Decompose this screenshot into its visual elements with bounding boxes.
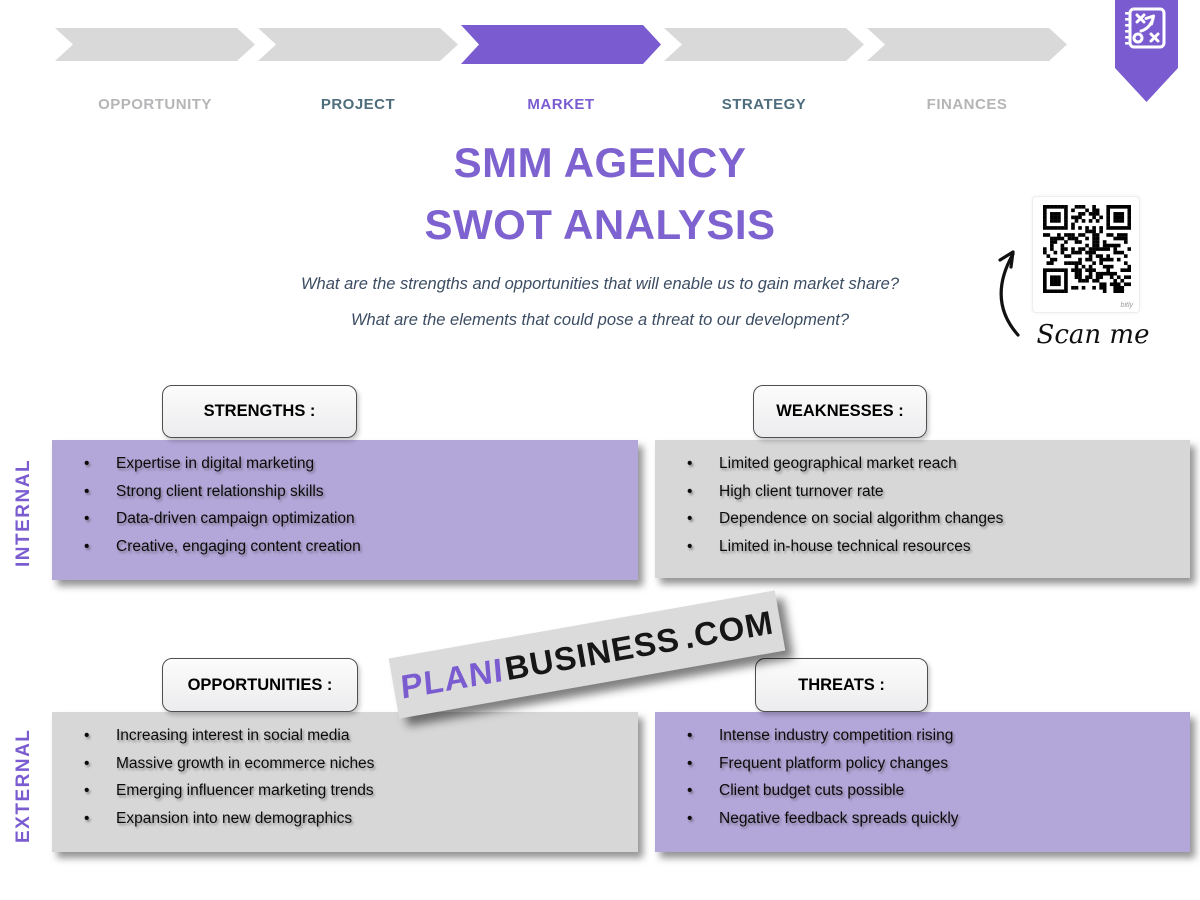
breadcrumb-step-strategy[interactable] <box>664 28 864 61</box>
list-item: High client turnover rate <box>655 478 1190 506</box>
breadcrumb-step-opportunity[interactable] <box>55 28 255 61</box>
list-item: Expansion into new demographics <box>52 805 638 833</box>
subtitle-line2: What are the elements that could pose a … <box>350 311 850 329</box>
list-item: Massive growth in ecommerce niches <box>52 750 638 778</box>
threats-panel: Intense industry competition rising Freq… <box>655 712 1190 852</box>
list-item: Client budget cuts possible <box>655 777 1190 805</box>
list-item: Increasing interest in social media <box>52 722 638 750</box>
opportunities-header: OPPORTUNITIES : <box>162 658 358 712</box>
breadcrumb-label-market: MARKET <box>527 96 595 113</box>
list-item: Limited geographical market reach <box>655 450 1190 478</box>
qr-pattern <box>1043 205 1131 293</box>
weaknesses-panel: Limited geographical market reach High c… <box>655 440 1190 578</box>
breadcrumb-label-finances: FINANCES <box>926 96 1008 113</box>
breadcrumb: OPPORTUNITY PROJECT MARKET STRATEGY FINA… <box>55 25 1067 113</box>
title-line2: SWOT ANALYSIS <box>424 201 776 248</box>
list-item: Emerging influencer marketing trends <box>52 777 638 805</box>
qr-code: bitly <box>1032 196 1140 313</box>
list-item: Creative, engaging content creation <box>52 533 638 561</box>
subtitle: What are the strengths and opportunities… <box>0 266 1200 338</box>
watermark-tld: .COM <box>680 602 777 656</box>
weaknesses-list: Limited geographical market reach High c… <box>655 440 1190 560</box>
list-item: Data-driven campaign optimization <box>52 505 638 533</box>
strengths-header: STRENGTHS : <box>162 385 357 438</box>
strategy-ribbon-icon <box>1115 0 1178 102</box>
threats-list: Intense industry competition rising Freq… <box>655 712 1190 832</box>
opportunities-panel: Increasing interest in social media Mass… <box>52 712 638 852</box>
breadcrumb-label-opportunity: OPPORTUNITY <box>98 96 212 113</box>
external-row-label: EXTERNAL <box>13 728 34 843</box>
title-line1: SMM AGENCY <box>453 139 747 186</box>
breadcrumb-label-strategy: STRATEGY <box>721 96 807 113</box>
strengths-panel: Expertise in digital marketing Strong cl… <box>52 440 638 580</box>
list-item: Strong client relationship skills <box>52 478 638 506</box>
list-item: Frequent platform policy changes <box>655 750 1190 778</box>
watermark-brand-left: PLANI <box>399 650 505 706</box>
list-item: Limited in-house technical resources <box>655 533 1190 561</box>
list-item: Dependence on social algorithm changes <box>655 505 1190 533</box>
strengths-list: Expertise in digital marketing Strong cl… <box>52 440 638 560</box>
scan-arrow-icon <box>998 250 1020 337</box>
list-item: Expertise in digital marketing <box>52 450 638 478</box>
opportunities-list: Increasing interest in social media Mass… <box>52 712 638 832</box>
internal-row-label: INTERNAL <box>13 458 34 568</box>
breadcrumb-step-project[interactable] <box>258 28 458 61</box>
subtitle-line1: What are the strengths and opportunities… <box>300 275 899 293</box>
breadcrumb-step-finances[interactable] <box>867 28 1067 61</box>
breadcrumb-label-project: PROJECT <box>320 96 396 113</box>
page-title: SMM AGENCY SWOT ANALYSIS <box>0 132 1200 256</box>
list-item: Negative feedback spreads quickly <box>655 805 1190 833</box>
qr-brand: bitly <box>1120 302 1133 309</box>
weaknesses-header: WEAKNESSES : <box>753 385 927 438</box>
threats-header: THREATS : <box>755 658 928 712</box>
scan-me-label: Scan me <box>1036 320 1150 350</box>
watermark-brand-right: BUSINESS <box>502 619 683 687</box>
list-item: Intense industry competition rising <box>655 722 1190 750</box>
breadcrumb-step-market[interactable] <box>461 25 661 64</box>
